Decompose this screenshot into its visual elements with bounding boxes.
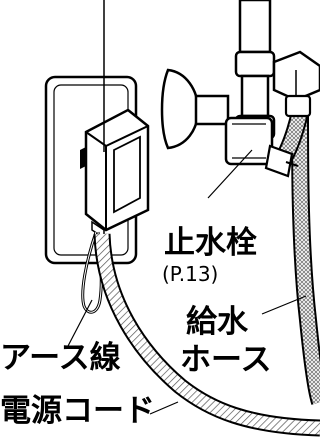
- power-cord: [93, 233, 320, 437]
- plug-unit: [80, 108, 150, 240]
- earth-wire-label: アース線: [0, 340, 121, 376]
- leader-line-earth: [67, 299, 93, 347]
- leader-line-hose: [261, 295, 307, 315]
- supply-pipe: [234, 0, 320, 140]
- stop-valve-label: 止水栓: [164, 225, 257, 261]
- stop-valve-page-ref: (P.13): [162, 262, 219, 286]
- power-cord-label: 電源コード: [0, 393, 155, 429]
- water-hose-label: 給水 ホース: [180, 303, 271, 379]
- leader-line-valve: [207, 149, 253, 199]
- leader-line-cord: [149, 401, 179, 415]
- water-hose-label-line1: 給水: [186, 304, 248, 340]
- water-hose-label-line2: ホース: [180, 342, 272, 378]
- stop-valve: [160, 68, 299, 178]
